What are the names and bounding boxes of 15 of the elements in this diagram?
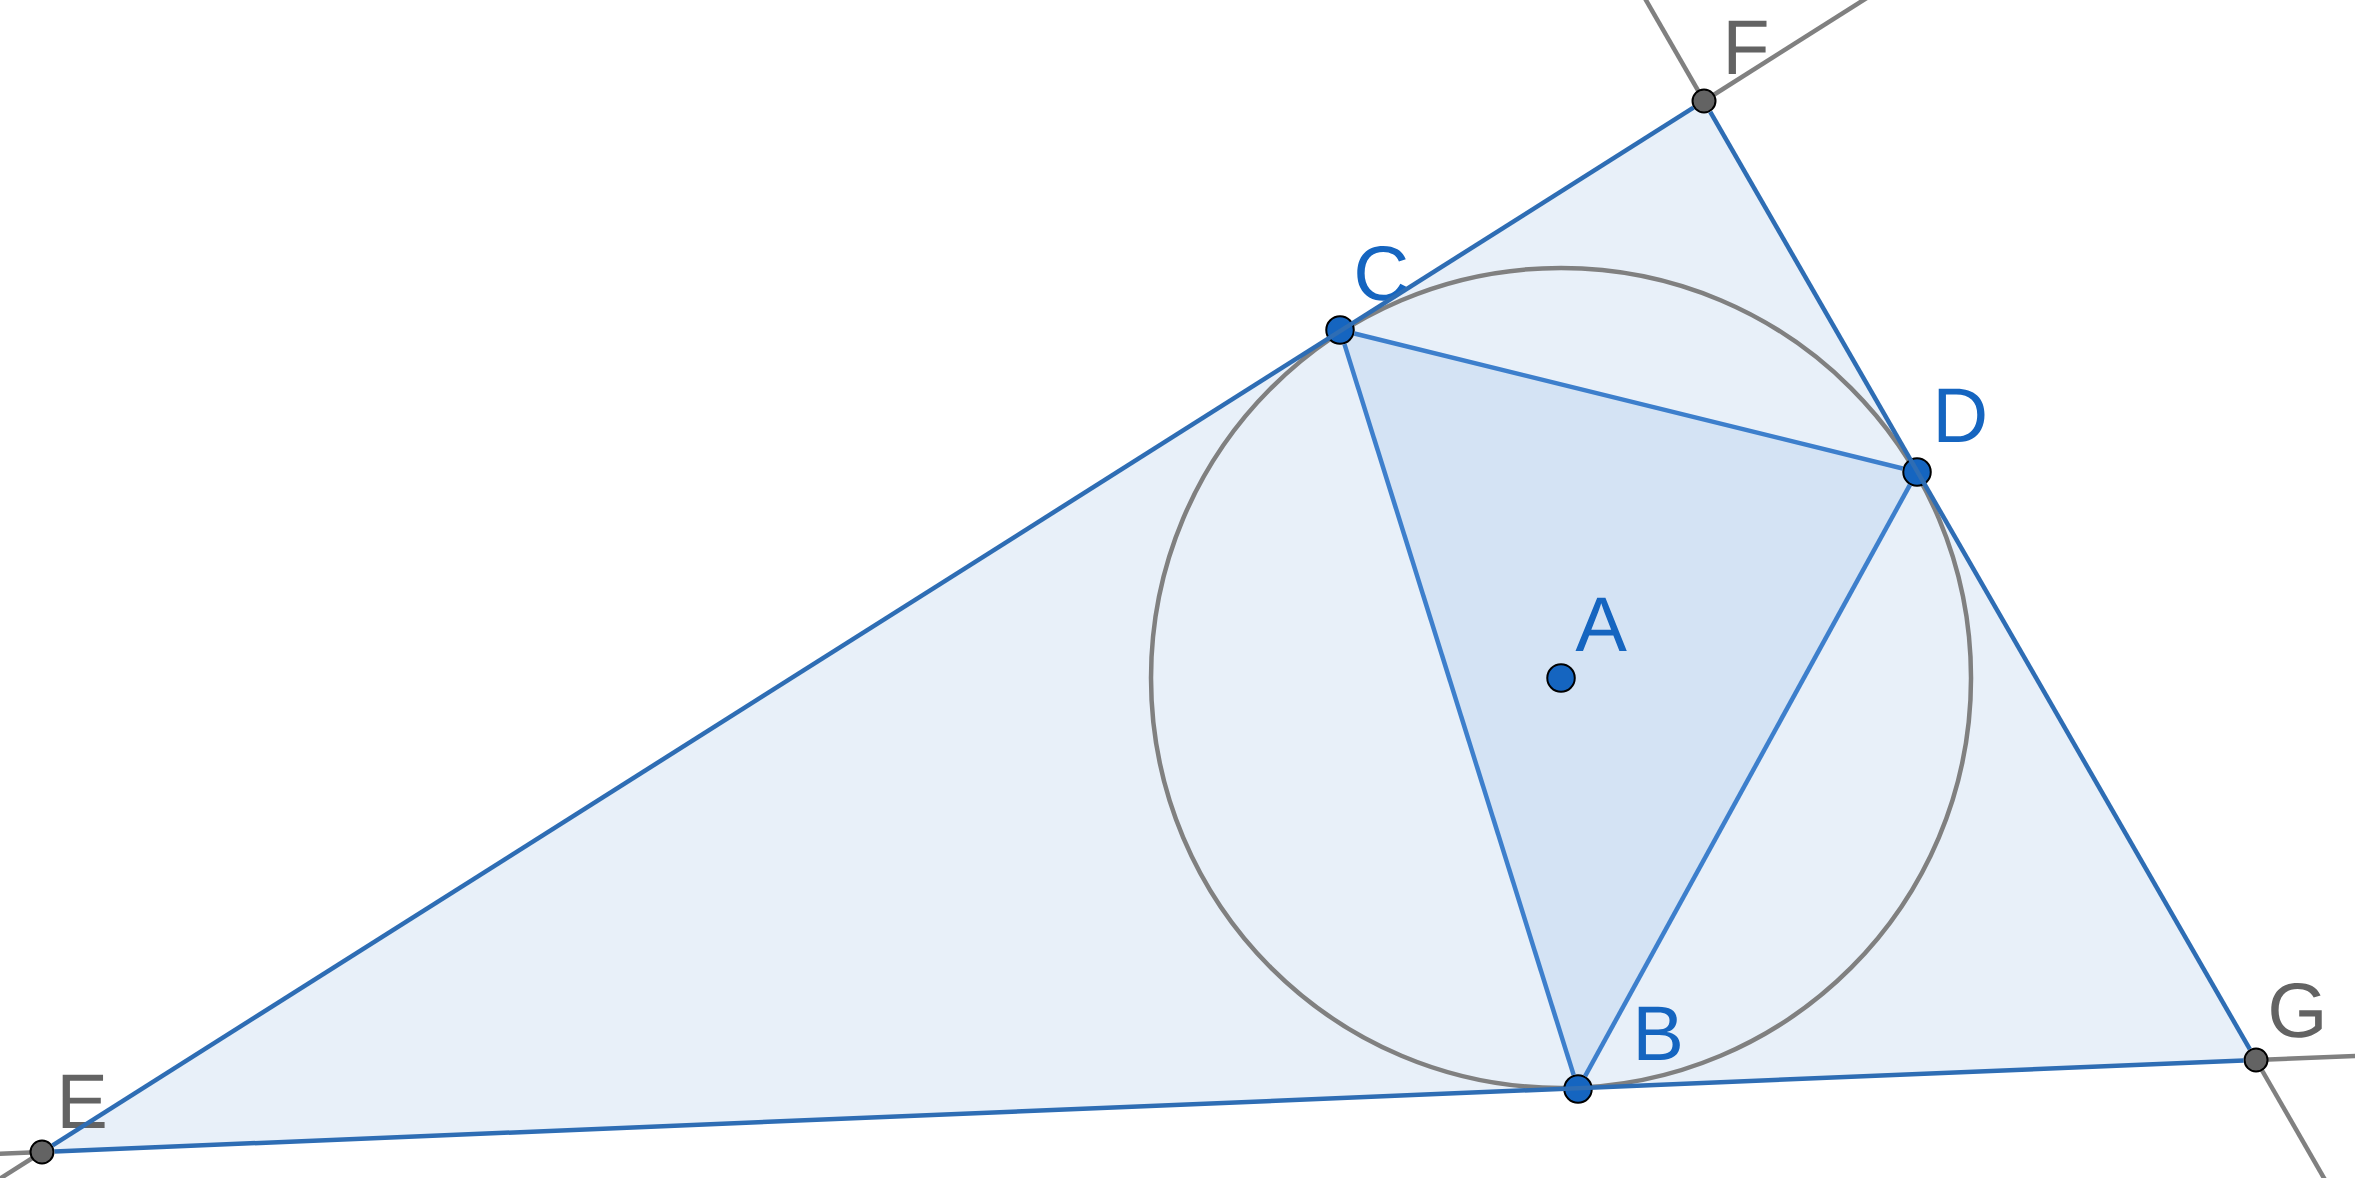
point-label: D [1938,388,1985,442]
segment [1353,331,1904,471]
point-label: B [1638,1006,1680,1060]
segment [1583,483,1912,1078]
point [2243,1047,2269,1073]
segment [1708,110,2252,1051]
segment [54,1058,2244,1154]
segment [51,105,1695,1148]
segment [1342,343,1576,1076]
point [1691,88,1717,114]
point-label: A [1575,597,1627,651]
point-label: F [1728,20,1767,74]
point-label: G [2271,983,2322,1038]
point-label: E [62,1074,105,1128]
point [29,1139,55,1165]
